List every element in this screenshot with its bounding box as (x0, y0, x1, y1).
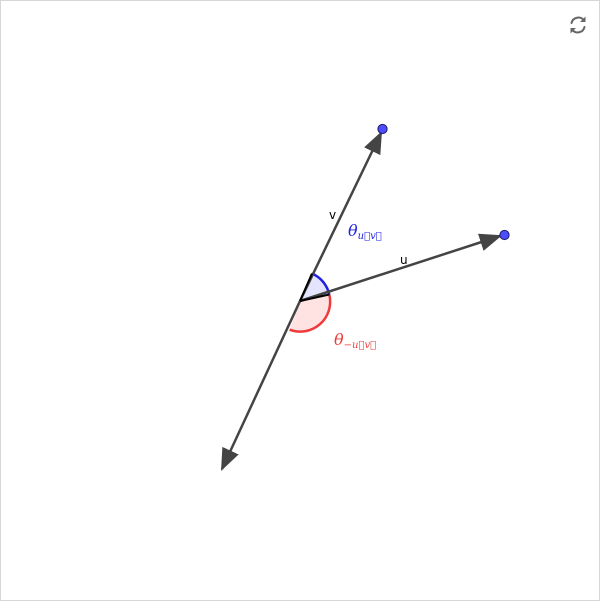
angle-negative-symbol: θ (334, 330, 344, 349)
angle-positive-symbol: θ (348, 221, 358, 240)
angle-positive-subscript: u⃗v⃗ (358, 231, 382, 242)
angle-positive-label: θu⃗v⃗ (348, 221, 382, 242)
angle-negative-label: θ−u⃗v⃗ (334, 330, 376, 351)
angle-negative-arc (289, 294, 332, 333)
reset-button[interactable] (564, 11, 592, 39)
vector-u[interactable] (299, 233, 503, 303)
point-v-tip[interactable] (377, 123, 388, 135)
refresh-icon (570, 16, 586, 34)
vector-v[interactable] (298, 130, 383, 302)
vector-negative-v[interactable] (220, 300, 302, 472)
vector-u-label: u (400, 253, 408, 267)
angle-ray-segment-u (299, 293, 330, 302)
angle-ray-segment (299, 273, 313, 302)
point-u-tip[interactable] (499, 229, 510, 241)
angle-negative-subscript: −u⃗v⃗ (344, 340, 376, 351)
vector-v-label: v (329, 208, 336, 222)
